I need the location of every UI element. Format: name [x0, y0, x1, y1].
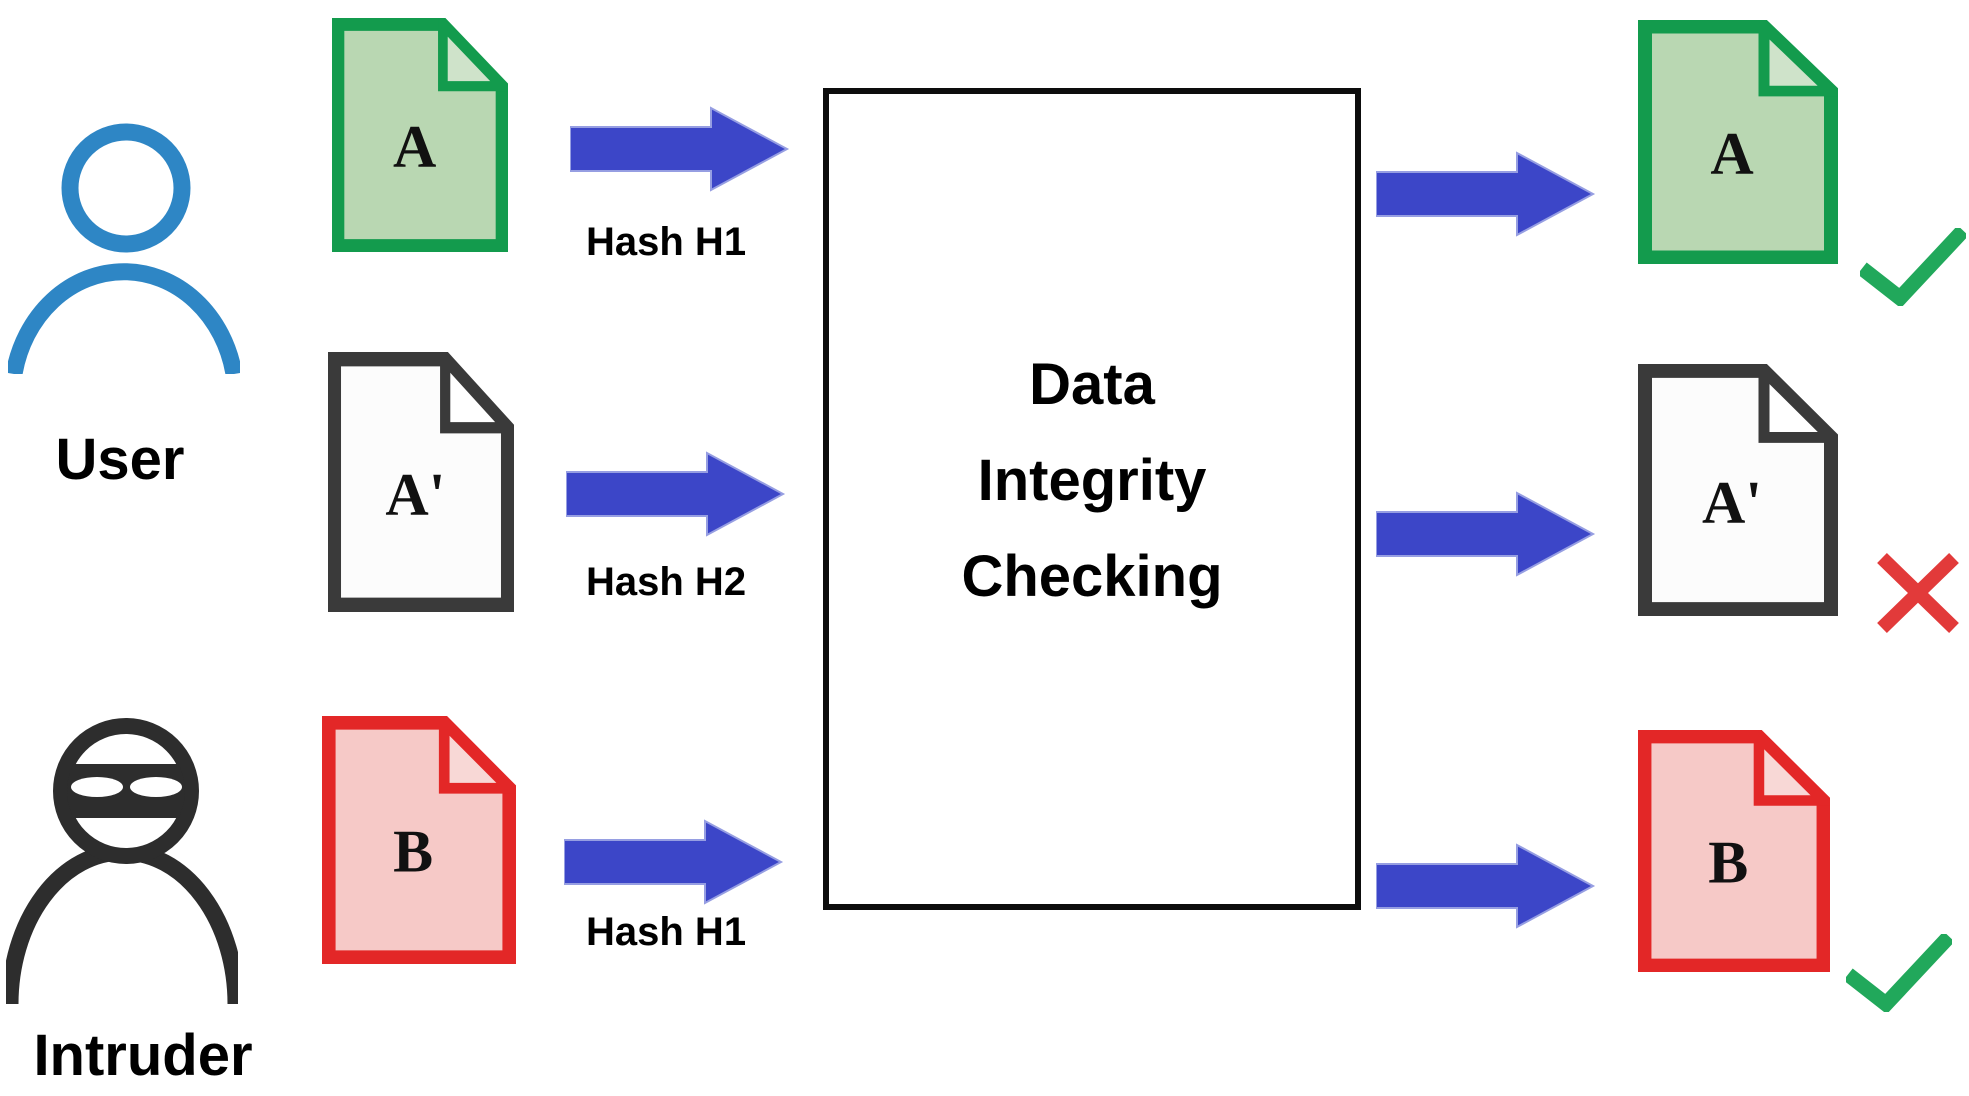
- document-icon: [332, 18, 508, 252]
- input-document-a: A: [332, 18, 508, 252]
- box-title-line-1: Data: [1029, 352, 1155, 417]
- intruder-label: Intruder: [33, 1023, 253, 1088]
- document-label: B: [393, 818, 434, 885]
- mask-band: [67, 764, 185, 818]
- document-label: A: [393, 113, 437, 180]
- integrity-box-title: Data Integrity Checking: [961, 337, 1222, 625]
- right-arrow-icon: [1376, 150, 1596, 238]
- check-icon: [1860, 228, 1966, 306]
- intruder-person-icon: [6, 688, 238, 1004]
- integrity-box: Data Integrity Checking: [823, 88, 1361, 910]
- right-arrow-icon: [1376, 842, 1596, 930]
- hash-label-h1-bottom: Hash H1: [586, 910, 747, 954]
- right-arrow-icon: [566, 450, 786, 538]
- hash-label-h1: Hash H1: [586, 220, 747, 264]
- right-arrow-icon: [570, 105, 790, 193]
- document-icon: [328, 352, 514, 612]
- input-document-b: B: [322, 716, 516, 964]
- check-icon: [1846, 934, 1952, 1012]
- user-label: User: [55, 427, 185, 492]
- cross-icon: [1872, 546, 1964, 640]
- right-arrow-icon: [564, 818, 784, 906]
- box-title-line-2: Integrity: [977, 448, 1207, 513]
- output-document-a: A: [1638, 20, 1838, 264]
- document-label: B: [1708, 829, 1749, 896]
- right-arrow-icon: [1376, 490, 1596, 578]
- box-title-line-3: Checking: [961, 544, 1223, 609]
- document-icon: [1638, 730, 1830, 972]
- document-icon: [1638, 20, 1838, 264]
- hash-label-h2: Hash H2: [586, 560, 747, 604]
- output-document-b: B: [1638, 730, 1830, 972]
- document-icon: [1638, 364, 1838, 616]
- document-icon: [322, 716, 516, 964]
- document-label: A': [385, 461, 446, 528]
- document-label: A': [1702, 469, 1762, 536]
- input-document-a-prime: A': [328, 352, 514, 612]
- user-person-icon: [8, 106, 240, 374]
- output-document-a-prime: A': [1638, 364, 1838, 616]
- document-label: A: [1710, 120, 1754, 187]
